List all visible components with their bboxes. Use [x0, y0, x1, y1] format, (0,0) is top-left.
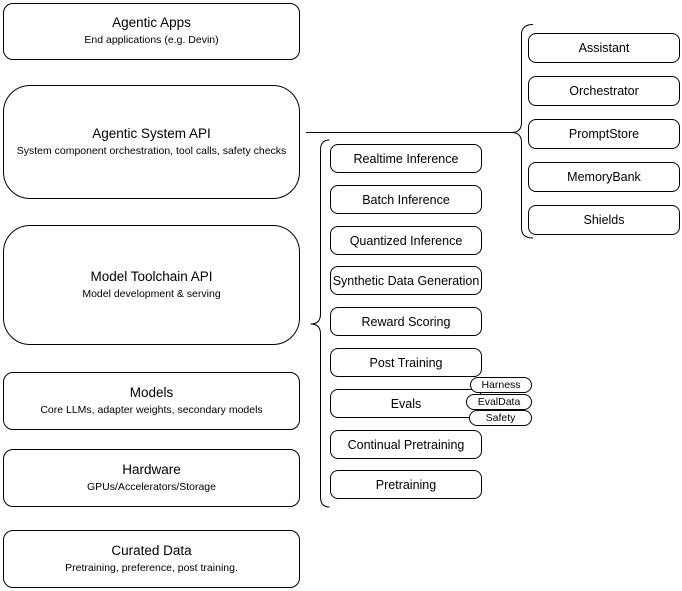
tag-safety: Safety [469, 410, 532, 426]
node-quantized-inference: Quantized Inference [330, 226, 482, 255]
node-label: Batch Inference [362, 192, 450, 207]
brace-system-components [511, 24, 534, 239]
node-model-toolchain-api: Model Toolchain API Model development & … [3, 225, 300, 345]
node-title: Curated Data [111, 542, 192, 558]
node-curated-data: Curated Data Pretraining, preference, po… [3, 530, 300, 588]
node-title: Models [129, 384, 174, 400]
node-reward-scoring: Reward Scoring [330, 307, 482, 336]
node-label: Assistant [578, 41, 630, 55]
node-label: Pretraining [375, 477, 437, 492]
node-models: Models Core LLMs, adapter weights, secon… [3, 372, 300, 430]
node-label: Reward Scoring [361, 314, 451, 329]
node-label: Evals [390, 396, 422, 411]
node-evals: Evals [330, 389, 482, 418]
node-title: Hardware [122, 461, 181, 477]
node-label: PromptStore [568, 127, 640, 141]
node-subtitle: Model development & serving [82, 287, 221, 300]
node-label: Quantized Inference [349, 233, 463, 248]
node-agentic-apps: Agentic Apps End applications (e.g. Devi… [3, 3, 300, 60]
node-memorybank: MemoryBank [528, 162, 680, 192]
node-title: Model Toolchain API [90, 268, 213, 284]
node-synthetic-data-generation: Synthetic Data Generation [330, 266, 482, 295]
node-orchestrator: Orchestrator [528, 76, 680, 106]
node-shields: Shields [528, 205, 680, 235]
node-promptstore: PromptStore [528, 119, 680, 149]
tag-evaldata: EvalData [466, 394, 532, 410]
node-assistant: Assistant [528, 33, 680, 63]
node-agentic-system-api: Agentic System API System component orch… [3, 85, 300, 199]
node-label: Continual Pretraining [347, 437, 465, 452]
node-pretraining: Pretraining [330, 470, 482, 499]
node-realtime-inference: Realtime Inference [330, 144, 482, 173]
node-label: Realtime Inference [353, 151, 459, 166]
node-subtitle: End applications (e.g. Devin) [84, 34, 219, 47]
node-subtitle: GPUs/Accelerators/Storage [87, 480, 216, 493]
tag-label: Harness [481, 378, 521, 391]
node-batch-inference: Batch Inference [330, 185, 482, 214]
node-label: MemoryBank [567, 170, 641, 184]
tag-label: Safety [485, 411, 516, 424]
node-label: Synthetic Data Generation [332, 273, 480, 288]
node-label: Post Training [369, 355, 443, 370]
node-hardware: Hardware GPUs/Accelerators/Storage [3, 449, 300, 507]
node-subtitle: System component orchestration, tool cal… [16, 144, 287, 157]
node-subtitle: Pretraining, preference, post training. [65, 561, 238, 574]
node-post-training: Post Training [330, 348, 482, 377]
node-title: Agentic Apps [112, 15, 191, 31]
tag-label: EvalData [477, 395, 521, 408]
node-subtitle: Core LLMs, adapter weights, secondary mo… [40, 403, 263, 416]
node-title: Agentic System API [92, 125, 211, 141]
node-label: Shields [583, 213, 625, 227]
node-label: Orchestrator [569, 84, 639, 98]
brace-toolchain [310, 139, 330, 508]
node-continual-pretraining: Continual Pretraining [330, 430, 482, 459]
tag-harness: Harness [470, 377, 532, 393]
